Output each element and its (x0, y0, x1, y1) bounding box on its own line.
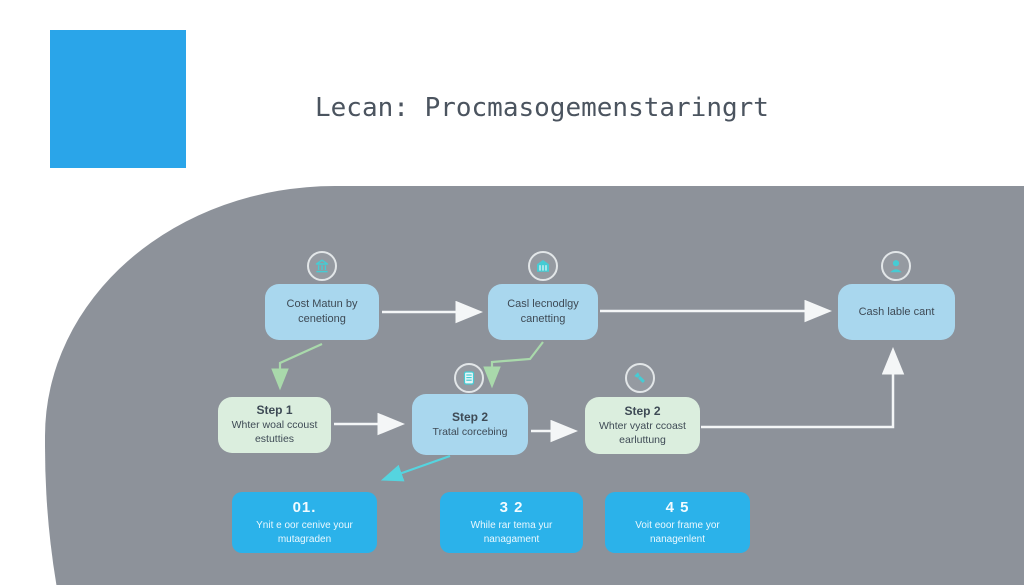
flow-node-top-1: Cost Matun by cenetiong (265, 284, 379, 340)
flow-node-step-3: Step 2 Whter vyatr ccoast earluttung (585, 397, 700, 454)
node-text: Whter vyatr ccoast (599, 419, 686, 432)
flashlight-icon-glyph (634, 372, 645, 383)
bank-icon (307, 251, 337, 281)
node-text: Cash lable cant (858, 305, 935, 318)
page-title: Lecan: Procmasogemenstaringrt (315, 93, 769, 123)
flow-node-step-1: Step 1 Whter woal ccoust estutties (218, 397, 331, 453)
flow-node-bottom-3: 4 5 Voit eoor frame yor nanagenlent (605, 492, 750, 553)
node-text: Ynit e oor cenive your (256, 520, 353, 531)
step-title: Step 2 (624, 403, 661, 418)
node-text: Voit eoor frame yor (635, 520, 720, 531)
accent-square (50, 30, 186, 168)
node-text: estutties (254, 433, 295, 445)
node-text: nanagament (483, 533, 540, 545)
flow-node-top-3: Cash lable cant (838, 284, 955, 340)
person-icon-glyph (890, 260, 902, 273)
step-number: 3 2 (499, 499, 524, 516)
node-text: Cost Matun by (286, 298, 358, 311)
flashlight-icon (625, 363, 655, 393)
flow-node-bottom-1: 01. Ynit e oor cenive your mutagraden (232, 492, 377, 553)
flow-node-bottom-2: 3 2 While rar tema yur nanagament (440, 492, 583, 553)
node-text: nanagenlent (649, 533, 706, 545)
document-icon-glyph (463, 371, 475, 385)
node-text: Tratal corcebing (432, 425, 508, 438)
bank-icon-glyph (315, 259, 329, 273)
node-text: Casl lecnodlgy (507, 298, 579, 311)
flow-node-step-2: Step 2 Tratal corcebing (412, 394, 528, 455)
flow-node-top-2: Casl lecnodlgy canetting (488, 284, 598, 340)
node-text: Whter woal ccoust (231, 419, 318, 432)
node-text: cenetiong (298, 313, 346, 325)
step-number: 01. (292, 499, 317, 516)
bank-icon-glyph (537, 260, 549, 272)
step-title: Step 2 (451, 409, 488, 424)
node-text: mutagraden (277, 533, 332, 545)
node-text: earluttung (619, 433, 666, 446)
node-text: While rar tema yur (470, 520, 553, 531)
bank-icon (528, 251, 558, 281)
step-title: Step 1 (256, 403, 293, 418)
node-text: canetting (520, 313, 566, 325)
document-icon (454, 363, 484, 393)
person-icon (881, 251, 911, 281)
step-number: 4 5 (665, 499, 690, 516)
